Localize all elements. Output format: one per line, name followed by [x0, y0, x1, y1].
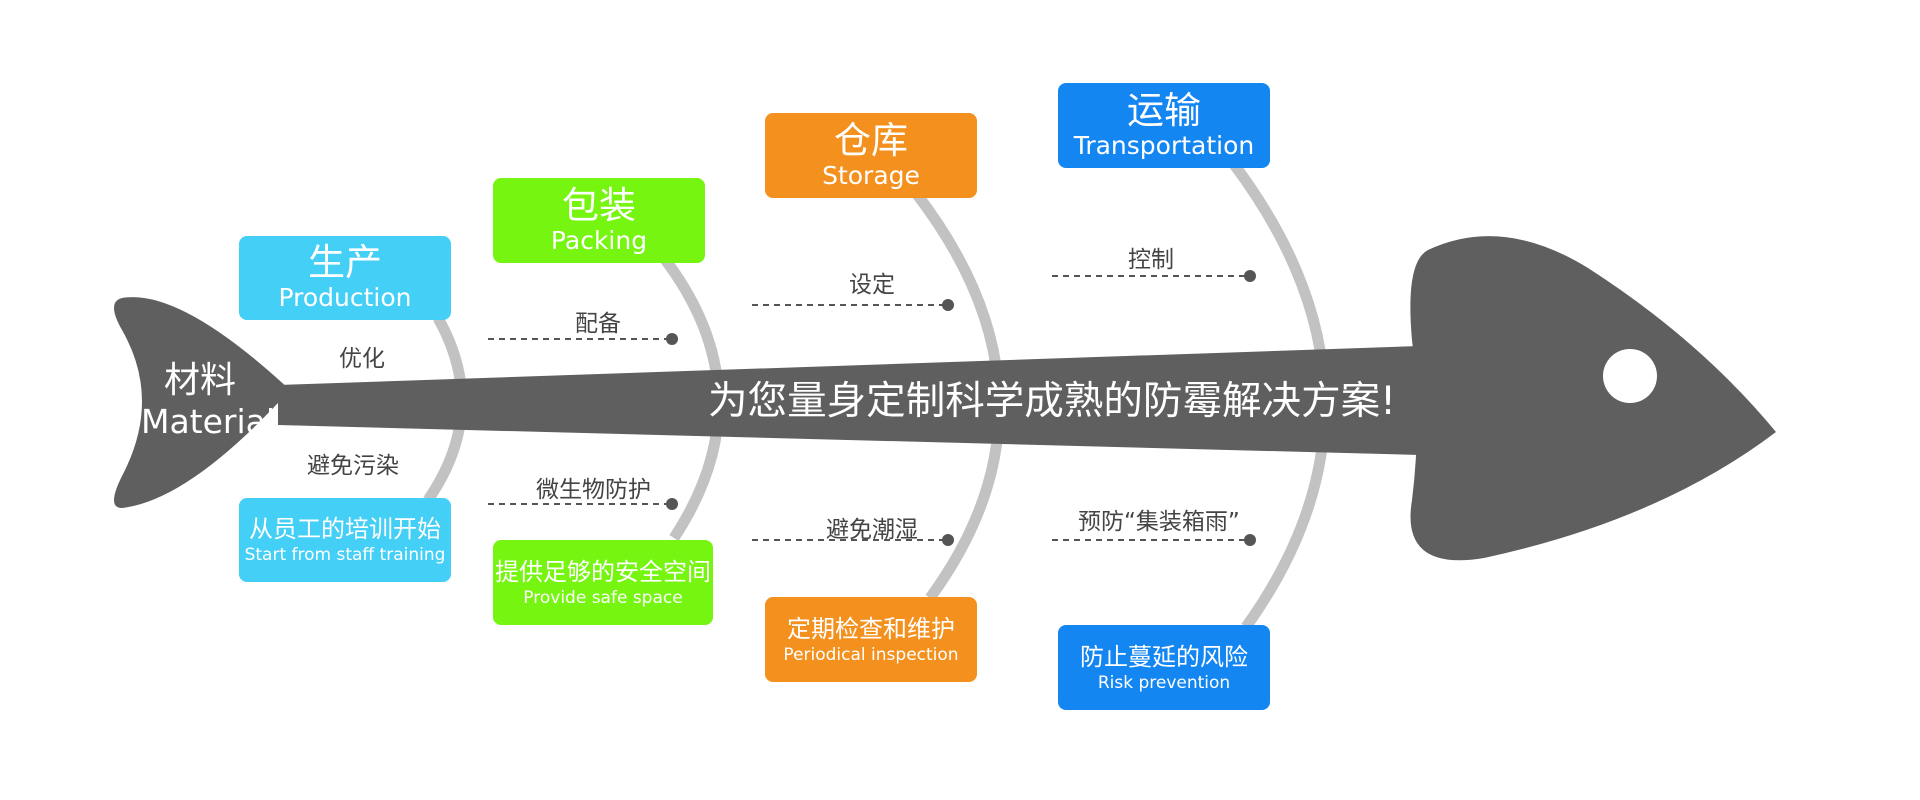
- packing-detail-en: Provide safe space: [523, 587, 683, 608]
- production-bottom-box: 从员工的培训开始 Start from staff training: [239, 498, 451, 582]
- production-top-box: 生产 Production: [239, 236, 451, 320]
- packing-lower-label: 微生物防护: [536, 477, 651, 503]
- production-title-zh: 生产: [308, 241, 382, 284]
- production-upper-label: 优化: [339, 346, 385, 372]
- transportation-detail-zh: 防止蔓延的风险: [1080, 642, 1248, 671]
- dot-transportation-upper: [1244, 270, 1256, 282]
- connectors: [488, 275, 1250, 541]
- fish-eye: [1603, 349, 1657, 403]
- transportation-detail-en: Risk prevention: [1097, 672, 1231, 693]
- fish-head: [1410, 236, 1776, 561]
- storage-bottom-box: 定期检查和维护 Periodical inspection: [765, 597, 977, 682]
- transportation-bottom-box: 防止蔓延的风险 Risk prevention: [1058, 625, 1270, 710]
- transportation-upper-label: 控制: [1128, 247, 1174, 273]
- storage-title-zh: 仓库: [834, 118, 908, 162]
- packing-top-box: 包装 Packing: [493, 178, 705, 263]
- dot-transportation-lower: [1244, 534, 1256, 546]
- transportation-top-box: 运输 Transportation: [1058, 83, 1270, 168]
- storage-top-box: 仓库 Storage: [765, 113, 977, 198]
- storage-upper-label: 设定: [849, 272, 895, 298]
- slogan-text: 为您量身定制科学成熟的防霉解决方案!: [708, 379, 1396, 424]
- production-detail-zh: 从员工的培训开始: [249, 515, 441, 543]
- transportation-title-zh: 运输: [1127, 88, 1201, 132]
- dot-packing-upper: [666, 333, 678, 345]
- packing-title-en: Packing: [550, 225, 648, 255]
- storage-title-en: Storage: [822, 160, 920, 190]
- dot-storage-lower: [942, 534, 954, 546]
- fish-tail: [114, 297, 290, 508]
- packing-detail-zh: 提供足够的安全空间: [495, 557, 711, 586]
- transportation-title-en: Transportation: [1073, 130, 1255, 160]
- fish-spine: [278, 346, 1420, 455]
- connector-dots: [666, 270, 1256, 546]
- storage-detail-en: Periodical inspection: [783, 644, 959, 665]
- packing-bottom-box: 提供足够的安全空间 Provide safe space: [493, 540, 713, 625]
- packing-title-zh: 包装: [562, 183, 636, 227]
- packing-upper-label: 配备: [575, 311, 621, 337]
- tail-label-en: Material: [141, 402, 275, 441]
- transportation-lower-label: 预防“集装箱雨”: [1078, 509, 1240, 535]
- production-detail-en: Start from staff training: [244, 545, 446, 565]
- dot-storage-upper: [942, 299, 954, 311]
- tail-label-zh: 材料: [164, 360, 236, 401]
- production-lower-label: 避免污染: [307, 453, 399, 479]
- storage-detail-zh: 定期检查和维护: [787, 614, 955, 643]
- production-title-en: Production: [278, 283, 412, 312]
- dot-packing-lower: [666, 498, 678, 510]
- storage-lower-label: 避免潮湿: [826, 517, 918, 543]
